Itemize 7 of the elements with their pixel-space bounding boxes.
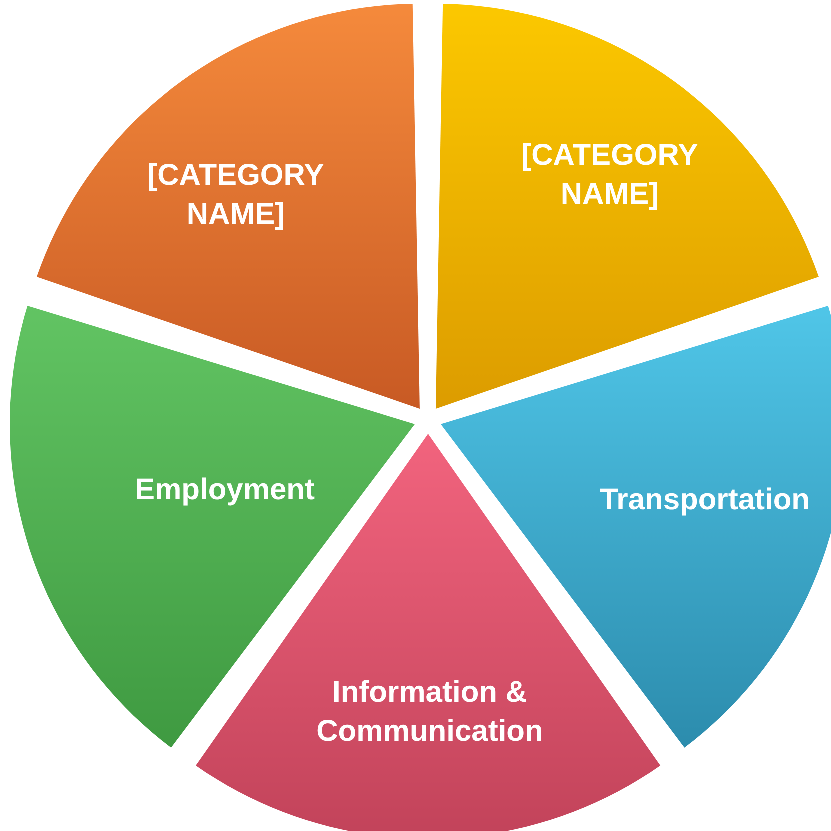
pie-slice <box>36 4 420 409</box>
slice-label: [CATEGORY NAME] <box>146 158 326 233</box>
slice-label: Transportation <box>598 482 811 518</box>
slice-label: Information & Communication <box>316 675 544 750</box>
slice-label: Employment <box>134 472 316 508</box>
slice-label: [CATEGORY NAME] <box>520 138 700 213</box>
pie-slice <box>436 4 820 409</box>
